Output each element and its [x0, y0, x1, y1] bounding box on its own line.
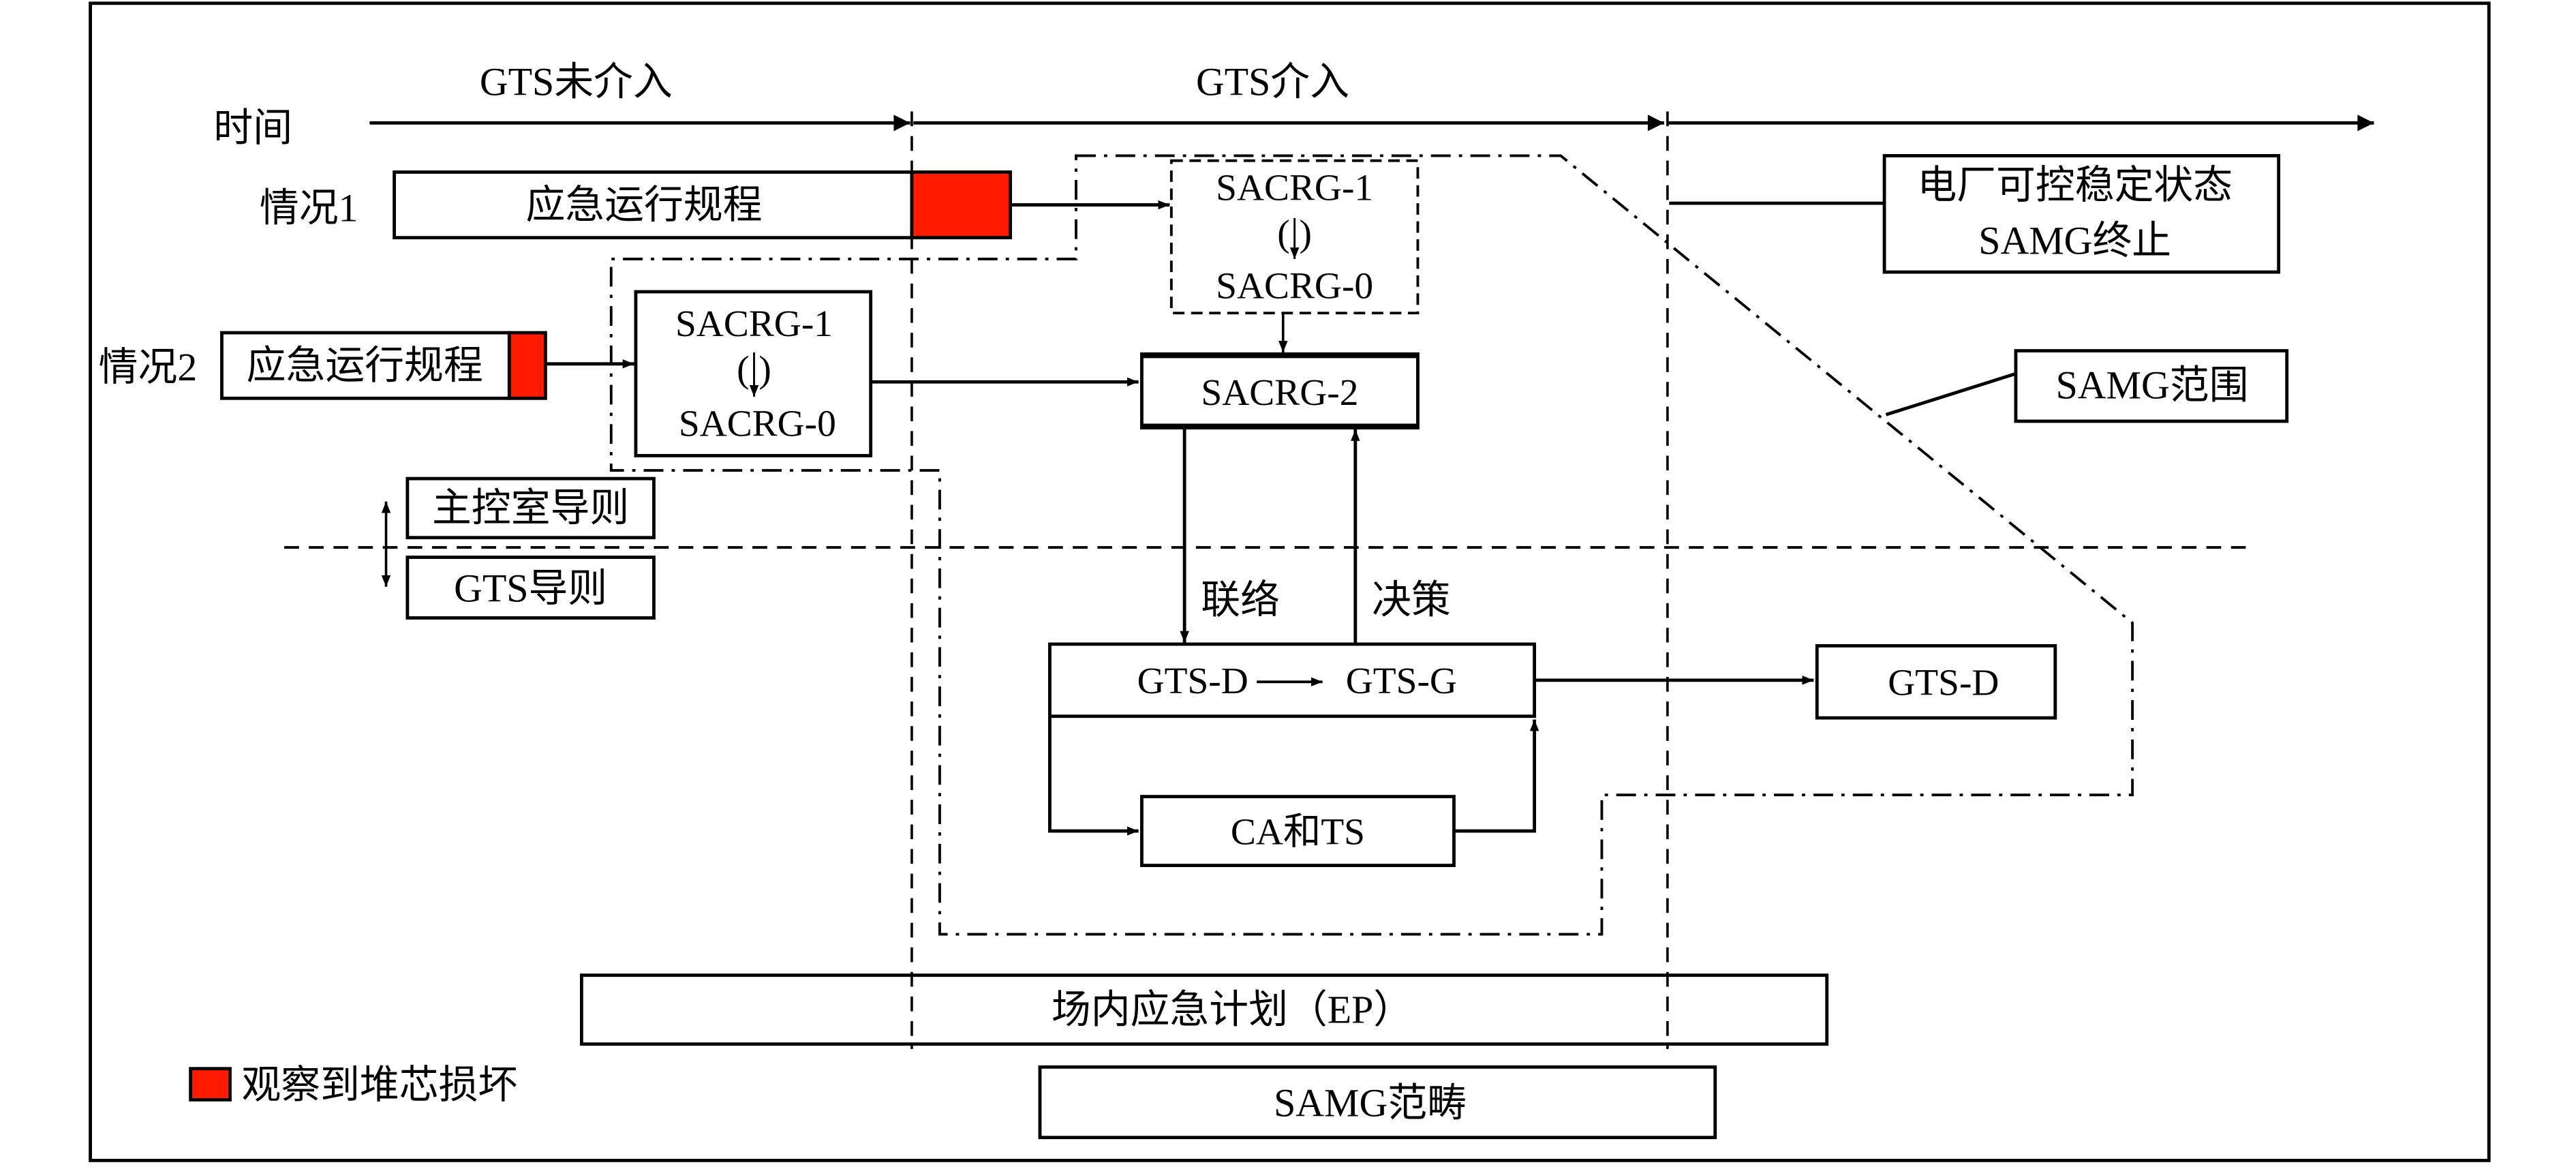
samg-scope-text: SAMG范围 [2056, 364, 2249, 407]
case2-procedure-text: 应急运行规程 [247, 345, 483, 388]
samg-domain-box: SAMG范畴 [1038, 1065, 1717, 1140]
ep-text: 场内应急计划（EP） [1052, 988, 1413, 1031]
gts-to-cats-arrow [1048, 716, 1139, 836]
case2-label: 情况2 [99, 346, 198, 389]
ca-ts-box: CA和TS [1140, 795, 1456, 867]
case1-procedure-text: 应急运行规程 [525, 184, 762, 227]
ep-box: 场内应急计划（EP） [579, 973, 1829, 1046]
gts-g-text: GTS-G [1346, 660, 1457, 701]
samg-domain-text: SAMG范畴 [1274, 1082, 1467, 1125]
guide-upper-box: 主控室导则 [405, 476, 656, 540]
case2-sacrg-box: SACRG-1 ( ) SACRG-0 [634, 290, 873, 457]
case1-procedure-box: 应急运行规程 [393, 170, 914, 240]
gts-box: GTS-D GTS-G [1048, 642, 1537, 718]
guide-lower-box: GTS导则 [405, 556, 656, 620]
end-state-line2: SAMG终止 [1978, 220, 2171, 263]
end-state-box: 电厂可控稳定状态 SAMG终止 [1882, 154, 2281, 274]
phase-before-label: GTS未介入 [480, 61, 673, 104]
samg-scope-box: SAMG范围 [2014, 349, 2289, 423]
legend: 观察到堆芯损坏 [189, 1064, 517, 1107]
time-label: 时间 [213, 107, 292, 150]
sacrg2-box: SACRG-2 [1140, 352, 1420, 429]
case1-sacrg0: SACRG-0 [1216, 265, 1373, 307]
case2-sacrg0: SACRG-0 [679, 403, 836, 444]
case1-core-damage-marker [910, 170, 1012, 240]
case1-label: 情况1 [260, 187, 358, 230]
liaison-label: 联络 [1201, 579, 1280, 622]
samg-scope-leader [1885, 372, 2017, 416]
case1-sacrg-box: SACRG-1 ( ) SACRG-0 [1169, 159, 1420, 315]
case2-procedure-box: 应急运行规程 [220, 331, 511, 400]
case2-sacrg1: SACRG-1 [675, 303, 833, 344]
gts-d-right-box: GTS-D [1815, 643, 2057, 720]
decision-label: 决策 [1372, 579, 1451, 622]
ca-ts-text: CA和TS [1231, 810, 1365, 852]
guide-lower-text: GTS导则 [454, 568, 607, 611]
gts-d-text: GTS-D [1137, 660, 1248, 701]
sacrg2-text: SACRG-2 [1201, 372, 1358, 413]
guide-upper-text: 主控室导则 [432, 487, 629, 530]
end-state-line1: 电厂可控稳定状态 [1917, 164, 2233, 207]
case2-core-damage-marker [507, 331, 547, 400]
cats-to-gts-arrow [1454, 719, 1539, 833]
gts-d-right-text: GTS-D [1888, 662, 1999, 703]
case1-sacrg1: SACRG-1 [1216, 166, 1373, 208]
legend-label: 观察到堆芯损坏 [241, 1064, 517, 1107]
legend-swatch [189, 1067, 232, 1102]
phase-during-label: GTS介入 [1196, 61, 1349, 104]
